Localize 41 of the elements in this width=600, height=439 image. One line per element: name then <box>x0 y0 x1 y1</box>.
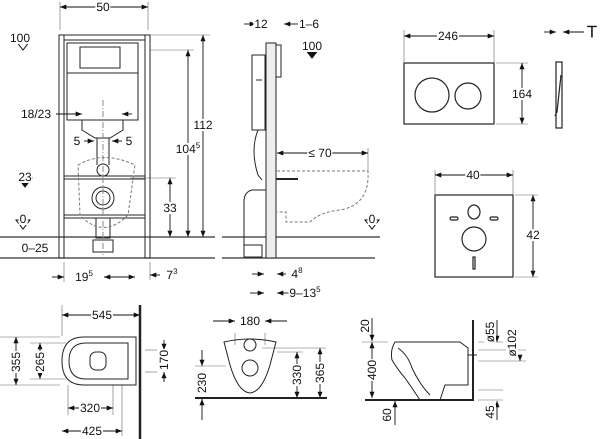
dimension-label: 0–25 <box>20 242 50 254</box>
dimension-label: 50 <box>95 1 111 13</box>
dimension-label: 20 <box>359 318 371 334</box>
dimension-label: 9–13$^{5}$ <box>288 287 322 299</box>
dimension-label: 5 <box>124 135 134 147</box>
dimension-label: 545 <box>90 309 114 321</box>
dimension-label: 19$^{5}$ <box>74 271 94 283</box>
dimension-label: 112 <box>192 119 214 131</box>
dimension-label: 0 <box>18 213 28 225</box>
dimension-label: 60 <box>381 407 393 423</box>
dimension-label: 1–6 <box>298 18 320 30</box>
dimension-label: 355 <box>10 350 22 374</box>
dimension-label: ø102 <box>506 328 518 358</box>
dimension-label: ø55 <box>484 320 496 344</box>
dimension-label: 0 <box>368 213 376 225</box>
dimension-label: 100 <box>300 40 324 52</box>
dimension-label: 40 <box>465 169 481 181</box>
dimension-label: 246 <box>436 30 460 42</box>
dimension-label: 5 <box>72 135 82 147</box>
dimension-label: 33 <box>162 202 178 214</box>
dimension-label: 4$^{8}$ <box>290 268 304 280</box>
dimension-label: 23 <box>17 171 33 183</box>
dimension-label: 320 <box>78 402 102 414</box>
dimension-label: 170 <box>158 348 170 372</box>
dimension-label: 100 <box>8 32 32 44</box>
dimension-label: 230 <box>196 372 208 394</box>
dimension-label: 365 <box>314 362 326 384</box>
dimension-label: 425 <box>80 425 104 437</box>
dimension-label: 12 <box>253 18 269 30</box>
dimension-label: 42 <box>525 229 541 241</box>
dimension-label: 18/23 <box>20 108 52 120</box>
dimension-label: T <box>586 24 598 40</box>
dimension-label: 164 <box>510 88 534 100</box>
dimension-label: ≤ 70 <box>307 147 333 159</box>
dimension-label: 180 <box>238 315 262 327</box>
dimension-label: 400 <box>366 358 378 382</box>
dimension-label: 45 <box>484 404 496 420</box>
dimension-label: 330 <box>291 364 303 386</box>
dimension-label: 7$^{3}$ <box>165 269 179 281</box>
dimension-label: 104$^{5}$ <box>174 143 202 155</box>
dimension-label: 265 <box>34 350 46 374</box>
